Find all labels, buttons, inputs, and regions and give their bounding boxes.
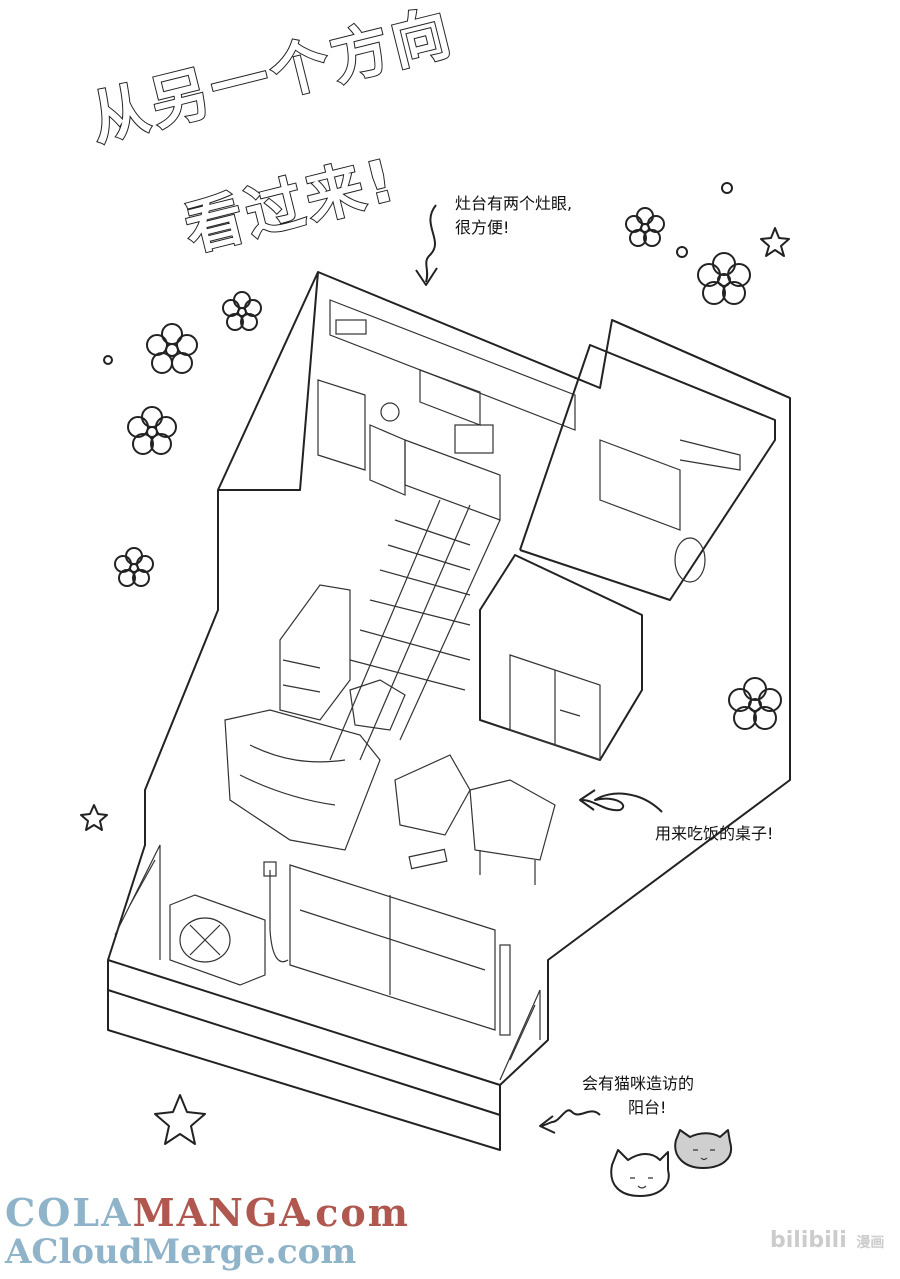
watermark-dotcom: .com [300, 1190, 410, 1235]
drain-pipe [499, 944, 511, 1036]
flower-icon-3 [127, 406, 177, 455]
bilibili-logo-sub: 漫画 [856, 1235, 885, 1251]
table-note: 用来吃饭的桌子! [655, 824, 774, 843]
flower-icon-4 [114, 547, 154, 587]
bed [224, 709, 381, 851]
star-icon-2 [80, 804, 108, 831]
watermark-cola: COLA [5, 1190, 133, 1235]
bathroom [519, 344, 776, 601]
watermark-acloudmerge: ACloudMerge.com [5, 1232, 357, 1272]
watermark-colamanga: COLAMANGA [5, 1190, 311, 1235]
building-outline [107, 271, 791, 1151]
air-conditioner-unit [169, 861, 289, 986]
cat-face-icon-2 [674, 1129, 733, 1169]
dot-icon-2 [676, 246, 688, 258]
dining-table [349, 679, 556, 885]
stove-note-line-1: 灶台有两个灶眼, [455, 194, 573, 213]
closet [479, 554, 643, 761]
balcony-note-line-2: 阳台! [628, 1098, 667, 1117]
floor-planks [329, 499, 501, 761]
dot-icon-3 [103, 355, 113, 365]
bilibili-logo: bilibili 漫画 [770, 1228, 884, 1253]
bilibili-logo-text: bilibili [770, 1228, 847, 1253]
flower-icon-1 [146, 323, 198, 374]
shelf [279, 584, 351, 721]
watermark-manga: MANGA [132, 1190, 311, 1235]
flower-icon-7 [728, 677, 782, 730]
dot-icon-1 [721, 182, 733, 194]
balcony [114, 844, 541, 1081]
stove-note-line-2: 很方便! [455, 218, 510, 237]
star-icon-3 [154, 1094, 206, 1145]
flower-icon-5 [625, 207, 665, 247]
flower-icon-2 [222, 291, 262, 331]
balcony-arrow [539, 1109, 601, 1134]
balcony-note-line-1: 会有猫咪造访的 [582, 1074, 695, 1093]
kitchen [317, 299, 576, 521]
cat-face-icon-1 [610, 1149, 670, 1197]
table-arrow [579, 789, 663, 813]
stove-note: 灶台有两个灶眼, 很方便! [455, 192, 572, 240]
flower-icon-6 [697, 252, 751, 305]
star-icon-1 [760, 227, 790, 257]
stove-arrow [415, 204, 438, 286]
balcony-note: 会有猫咪造访的 阳台! [582, 1072, 694, 1120]
